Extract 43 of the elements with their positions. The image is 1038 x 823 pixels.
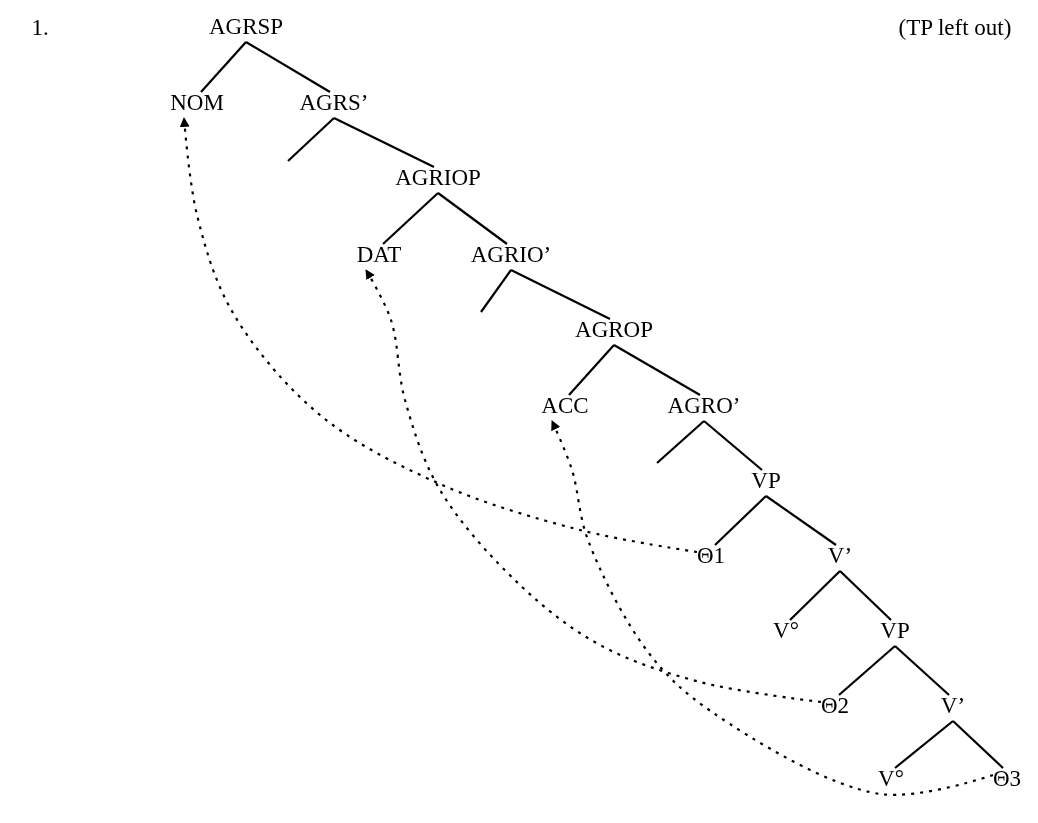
tree-node-label: AGRSP [208,14,284,40]
tree-branch-line [714,495,767,546]
tree-branch-line [568,344,615,396]
tree-branch-line [245,41,331,93]
tree-node-label: Θ3 [992,766,1022,792]
tree-branch-line [839,570,892,621]
tree-branch-line [437,192,508,245]
tree-branch-line [200,41,247,93]
tree-node-label: V’ [940,693,966,719]
tree-node-label: VP [880,618,910,644]
tree-node-label: Θ2 [820,693,850,719]
tree-branch-line [894,720,954,769]
number-label: 1. [31,15,49,41]
tree-branch-line [789,570,841,621]
tree-branch-line [765,495,837,546]
tree-node-label: AGRS’ [299,90,369,116]
tree-node-label: AGRO’ [667,393,741,419]
tree-node-label: AGRIO’ [470,242,552,268]
tree-branch-line [510,269,611,320]
tree-branch-line [613,344,701,396]
tree-branch-line [894,645,950,696]
tree-node-label: ACC [541,393,589,419]
tree-branch-line [703,420,763,471]
tree-node-label: AGROP [575,317,653,343]
note-text: (TP left out) [898,15,1012,41]
tree-node-label: VP [751,468,781,494]
tree-node-label: V° [878,766,904,792]
tree-branch-line [382,192,439,245]
tree-node-label: V’ [827,543,853,569]
tree-branch-line [838,645,896,696]
tree-branch-line [656,420,705,464]
tree-node-label: Θ1 [696,543,726,569]
tree-branch-line [333,117,435,168]
tree-branch-line [480,269,512,313]
tree-node-label: NOM [170,90,224,116]
movement-arrow [365,269,822,704]
tree-branch-line [952,720,1004,769]
tree-branch-line [287,117,335,162]
tree-node-label: DAT [356,242,402,268]
movement-arrow [179,117,698,554]
tree-node-label: AGRIOP [395,165,481,191]
tree-node-label: V° [773,618,799,644]
movement-arrow [551,420,994,796]
